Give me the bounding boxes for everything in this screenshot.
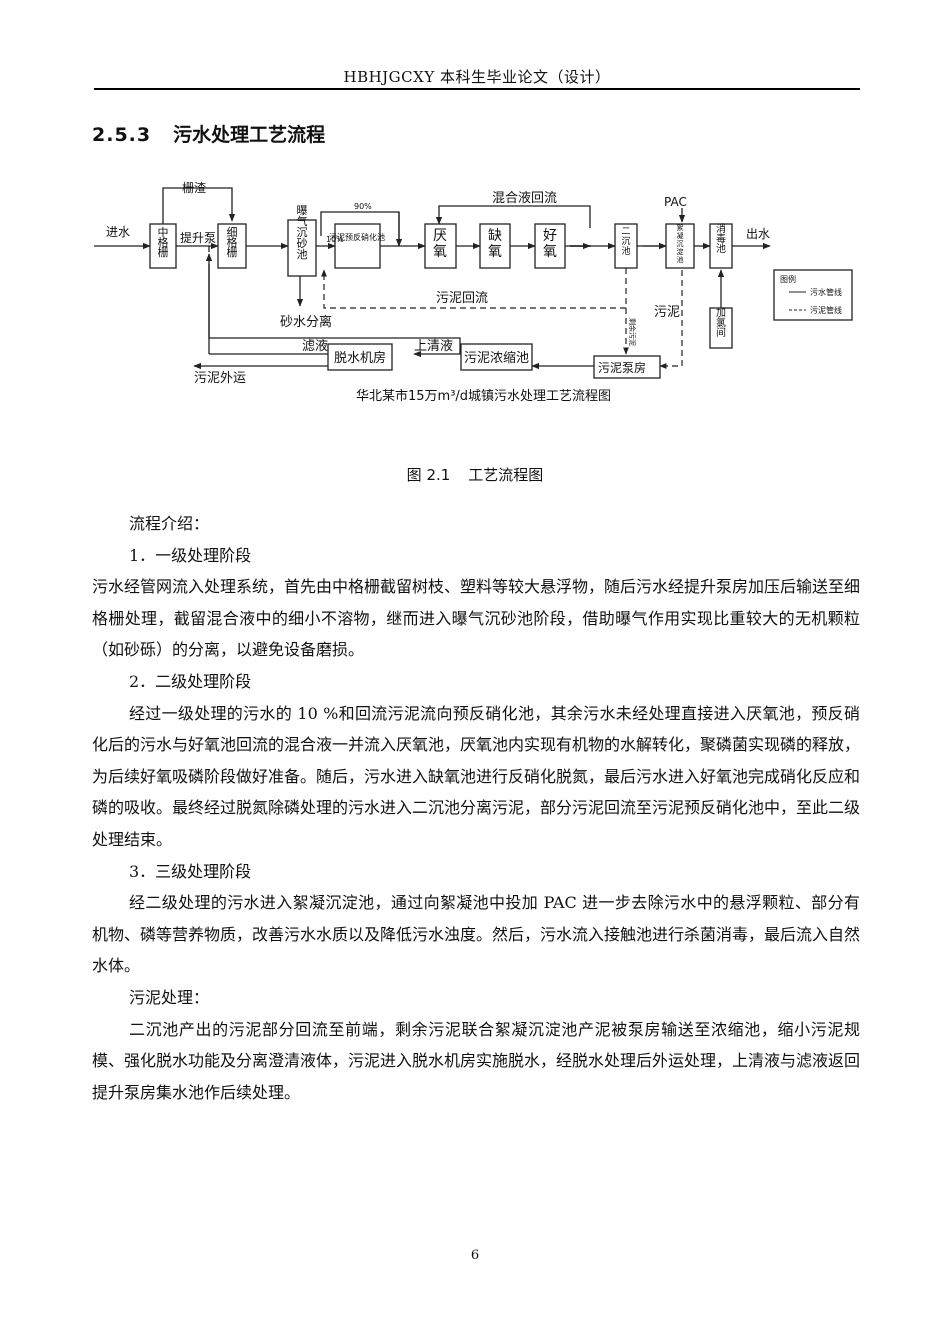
section-heading: 2.5.3 污水处理工艺流程 [92, 120, 325, 147]
label-legend-title: 图例 [780, 274, 796, 284]
label-thickener: 污泥浓缩池 [464, 350, 529, 366]
box-label-coagulation-tank: 絮凝沉淀池 [677, 223, 684, 264]
label-legend-sewage: 污水管线 [810, 287, 842, 297]
sludge-heading: 污泥处理： [129, 987, 210, 1007]
intro-paragraph: 流程介绍： [129, 514, 210, 533]
running-header: HBHJGCXY 本科生毕业论文（设计） [343, 68, 611, 86]
sludge-paragraph: 二沉池产出的污泥部分回流至前端，剩余污泥联合絮凝沉淀池产泥被泵房输送至浓缩池，缩… [92, 1019, 861, 1102]
figure-label: 图 2.1 [406, 466, 451, 484]
stage1-heading: 1．一级处理阶段 [129, 545, 252, 565]
label-residual-sludge: 剩余污泥 [628, 318, 637, 346]
label-sludge-pump-house: 污泥泵房 [598, 360, 646, 375]
box-label-pre-denitrification: 污泥预反硝化池 [329, 232, 385, 242]
label-filtrate: 滤液 [302, 339, 328, 354]
box-label-coarse-screen: 中格栅 [158, 226, 169, 259]
box-label-aerobic: 好氧 [543, 228, 557, 260]
label-inlet: 进水 [106, 225, 130, 239]
section-title: 污水处理工艺流程 [173, 124, 326, 146]
label-lift-pump: 提升泵 [180, 230, 216, 245]
stage1-paragraph: 污水经管网流入处理系统，首先由中格栅截留树枝、塑料等较大悬浮物，随后污水经提升泵… [92, 577, 861, 660]
label-10pct: 10% [326, 235, 344, 244]
label-legend-sludge: 污泥管线 [810, 305, 842, 315]
label-inner-caption: 华北某市15万m³/d城镇污水处理工艺流程图 [356, 388, 611, 404]
section-number: 2.5.3 [92, 124, 152, 146]
box-label-grit-chamber: 曝气沉砂池 [297, 204, 308, 261]
label-sludge-return: 污泥回流 [436, 291, 488, 306]
box-label-anaerobic: 厌氧 [433, 228, 447, 260]
stage2-paragraph: 经过一级处理的污水的 10 %和回流污泥流向预反硝化池，其余污水未经处理直接进入… [92, 703, 861, 849]
box-label-anoxic: 缺氧 [488, 228, 502, 260]
stage3-paragraph: 经二级处理的污水进入絮凝沉淀池，通过向絮凝池中投加 PAC 进一步去除污水中的悬… [92, 893, 861, 976]
figure-title: 工艺流程图 [468, 466, 544, 484]
label-90pct: 90% [354, 202, 372, 211]
page-number: 6 [470, 1248, 480, 1263]
label-mixed-liquor-return: 混合液回流 [492, 191, 557, 206]
label-sand-water-separation: 砂水分离 [280, 314, 332, 330]
header-rule [94, 88, 860, 90]
process-flow-diagram: 进水 栅渣 提升泵 90% 10% 混合液回流 PAC 出水 污泥回流 污泥 砂… [94, 180, 853, 404]
stage2-heading: 2．二级处理阶段 [129, 671, 252, 691]
body-text: 流程介绍： 1．一级处理阶段 污水经管网流入处理系统，首先由中格栅截留树枝、塑料… [92, 508, 860, 1108]
box-label-secondary-clarifier: 二沉池 [621, 227, 630, 257]
box-label-fine-screen: 细格栅 [227, 226, 238, 259]
label-sludge: 污泥 [654, 305, 680, 320]
label-pac: PAC [664, 195, 687, 209]
label-supernatant: 上清液 [414, 339, 453, 354]
box-label-chlorination-room: 加氯间 [716, 307, 726, 339]
stage3-heading: 3．三级处理阶段 [129, 861, 252, 881]
box-label-disinfection-tank: 消毒池 [716, 222, 726, 255]
label-outlet: 出水 [746, 227, 770, 241]
label-sludge-export: 污泥外运 [194, 371, 246, 386]
label-screenings: 栅渣 [182, 180, 206, 195]
label-dewatering-room: 脱水机房 [334, 350, 386, 366]
figure-caption: 图 2.1 工艺流程图 [0, 464, 950, 485]
